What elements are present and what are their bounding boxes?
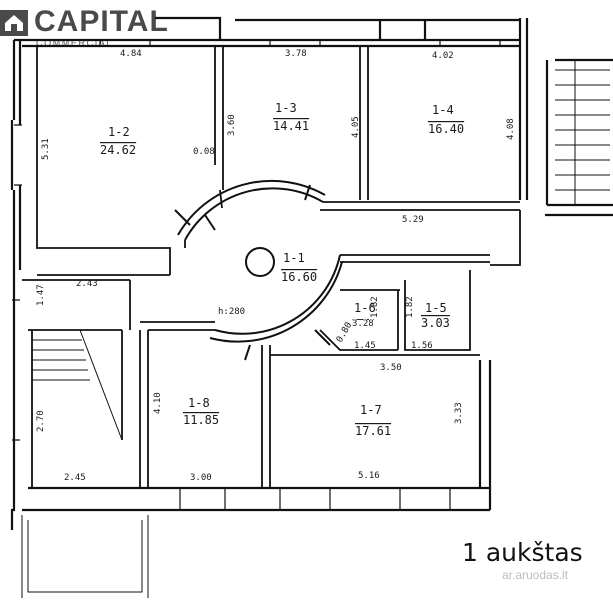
dim-label: 1.82: [370, 296, 380, 318]
room-id-1-4: 1-4: [432, 103, 454, 117]
room-id-1-3: 1-3: [275, 101, 297, 115]
room-id-1-7: 1-7: [360, 403, 382, 417]
dim-label: 5.29: [402, 215, 424, 225]
dim-label: 3.33: [454, 402, 464, 424]
room-labels: 1-2 24.62 1-3 14.41 1-4 16.40 1-1 16.60 …: [100, 101, 464, 438]
room-area-1-2: 24.62: [100, 143, 136, 157]
dim-label: 2.45: [64, 473, 86, 483]
dim-label: 1.82: [405, 296, 415, 318]
watermark: ar.aruodas.lt: [502, 568, 569, 582]
house-logo-icon: [0, 10, 28, 36]
dim-label: 5.31: [41, 138, 51, 160]
room-area-1-1: 16.60: [281, 270, 317, 284]
floor-label: 1 aukštas: [462, 538, 583, 567]
dim-label: 1.45: [354, 341, 376, 351]
interior-walls: [22, 46, 521, 488]
outer-walls: [10, 16, 613, 530]
room-height-1-1: h:280: [218, 307, 245, 317]
dim-label: 4.84: [120, 49, 142, 59]
room-area-1-6: 3.28: [352, 319, 374, 329]
dim-label: 4.08: [506, 118, 516, 140]
dim-label: 3.50: [380, 363, 402, 373]
dim-label: 0.08: [193, 147, 215, 157]
dim-label: 2.70: [36, 410, 46, 432]
dim-label: 5.16: [358, 471, 380, 481]
room-area-1-5: 3.03: [421, 316, 450, 330]
dim-label: 0.80: [335, 321, 355, 345]
dim-label: 4.02: [432, 51, 454, 61]
window-ticks: [12, 40, 501, 510]
dim-label: 3.78: [285, 49, 307, 59]
room-id-1-6: 1-6: [354, 301, 376, 315]
dim-label: 2.43: [76, 279, 98, 289]
rotunda: [174, 179, 343, 361]
brand-logo: CAPITAL COMMERCIAL: [0, 4, 170, 50]
room-area-1-3: 14.41: [273, 119, 309, 133]
room-id-1-2: 1-2: [108, 125, 130, 139]
dimension-labels: 4.84 3.78 4.02 5.31 0.08 3.60 4.05 4.08 …: [36, 49, 516, 483]
room-area-1-4: 16.40: [428, 122, 464, 136]
brand-tagline: COMMERCIAL: [36, 38, 114, 48]
room-area-1-7: 17.61: [355, 424, 391, 438]
dim-label: 3.60: [227, 114, 237, 136]
dim-label: 1.56: [411, 341, 433, 351]
dim-label: 1.47: [36, 284, 46, 306]
dim-label: 4.10: [153, 392, 163, 414]
room-id-1-8: 1-8: [188, 396, 210, 410]
room-area-1-8: 11.85: [183, 413, 219, 427]
room-id-1-1: 1-1: [283, 251, 305, 265]
room-id-1-5: 1-5: [425, 301, 447, 315]
dim-label: 4.05: [351, 116, 361, 138]
dim-label: 3.00: [190, 473, 212, 483]
stairs: [21, 60, 610, 598]
brand-name: CAPITAL: [34, 5, 169, 38]
